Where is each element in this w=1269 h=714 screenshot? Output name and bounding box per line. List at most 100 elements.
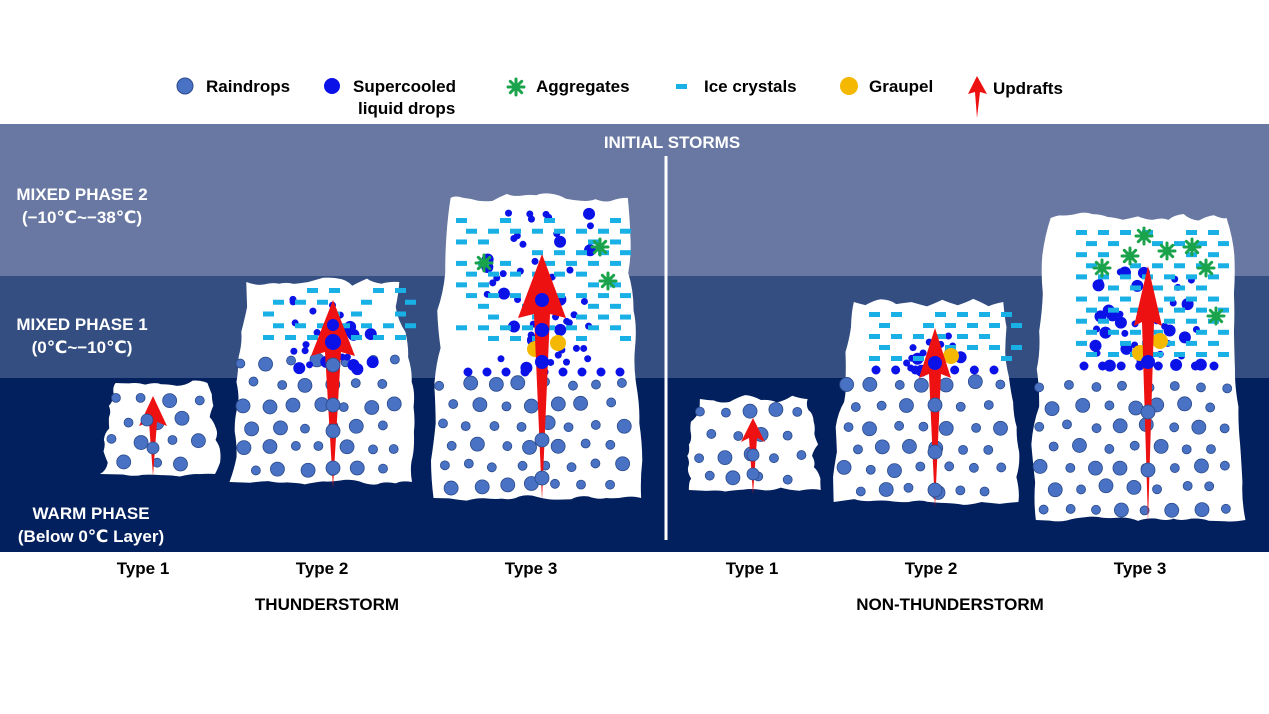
raindrop [162,393,178,409]
ice-crystal [1086,329,1097,335]
raindrop [1204,481,1215,492]
raindrop [438,418,448,429]
ice-crystal [879,345,890,350]
updraft-arrow [919,328,951,508]
supercooled-drop [577,367,587,377]
raindrop [979,486,990,497]
raindrop [717,450,733,465]
raindrop [443,480,459,496]
ice-crystal [1108,329,1119,335]
raindrop [1091,504,1101,515]
supercooled-drop [1178,331,1191,344]
ice-crystal [610,325,621,331]
raindrop [615,456,631,472]
raindrop [235,398,251,414]
ice-crystal [935,334,946,339]
ice-crystal [478,282,489,288]
supercooled-drop [969,365,979,375]
ice-crystal [1076,296,1087,302]
supercooled-drop [482,367,492,377]
raindrop [534,470,550,486]
raindrop [1044,401,1060,417]
supercooled-drop [1190,361,1200,371]
raindrop [591,379,601,390]
thunderstorm-type1-label: Type 1 [117,559,170,578]
raindrop [1065,504,1076,514]
ice-crystal [869,334,880,339]
ice-crystal [522,325,533,331]
ice-crystal [1001,356,1012,361]
raindrop [915,461,926,472]
supercooled-drop [366,356,379,369]
supercooled-drop [325,334,341,350]
raindrop [1219,423,1230,434]
ice-crystal [1174,307,1185,313]
supercooled-drop [1116,268,1124,276]
ice-crystal [488,228,499,234]
raindrop [1220,503,1231,514]
supercooled-drop [1161,322,1169,330]
raindrop [782,474,793,485]
updraft-arrow [311,300,355,488]
ice-crystal [945,345,956,350]
raindrop [1104,400,1115,411]
raindrop [1219,460,1230,471]
ice-crystal [1076,274,1087,280]
raindrop [325,460,341,476]
non-thunderstorm-group-label: NON-THUNDERSTORM [856,595,1044,614]
ice-crystal [395,335,406,340]
raindrop [469,436,485,452]
ice-crystal [488,314,499,320]
non-thunderstorm-type2-label: Type 2 [905,559,958,578]
ice-crystal [1208,340,1219,346]
raindrop [865,464,876,475]
non-thunderstorm-type1-label: Type 1 [726,559,779,578]
raindrop [1048,441,1059,452]
ice-crystal [1130,285,1141,291]
raindrop [721,407,731,418]
ice-crystal [620,293,631,299]
raindrop [510,375,526,391]
ice-crystal [1164,340,1175,346]
raindrop [550,478,560,489]
legend-item-updrafts: Updrafts [968,76,1063,118]
supercooled-drop [527,215,535,223]
legend: Raindrops Supercooled liquid drops Aggre… [176,76,1063,118]
ice-crystal [351,335,362,340]
ice-crystal [1152,329,1163,335]
raindrop [135,392,146,403]
ice-crystal [576,250,587,256]
ice-crystal [1098,274,1109,280]
mixed-phase-1-label: MIXED PHASE 1 [16,315,147,334]
ice-crystal [1218,263,1229,269]
raindrop [993,420,1008,436]
raindrop [1076,484,1086,495]
raindrop [983,400,994,410]
ice-crystal [576,336,587,341]
raindrop [111,392,121,403]
raindrop [1038,504,1049,515]
ice-crystal [989,345,1000,350]
ice-crystal [1208,230,1219,235]
raindrop [899,398,914,413]
raindrop [116,454,132,470]
ice-crystal [263,335,274,340]
warm-phase-label: WARM PHASE [32,504,149,523]
raindrop [146,441,160,455]
raindrop [446,440,457,451]
raindrop [550,396,566,412]
ice-crystal [295,299,306,305]
ice-crystal [598,293,609,299]
raindrop [350,378,361,389]
raindrop [606,397,617,408]
ice-crystal [576,293,587,299]
raindrop [348,418,364,434]
raindrop [706,429,717,439]
ice-crystal [544,218,555,223]
raindrop [733,431,744,441]
ice-crystal [913,356,924,361]
raindrop [927,444,943,460]
raindrop [297,377,313,393]
ice-crystal [588,325,599,331]
raindrop [489,421,500,431]
